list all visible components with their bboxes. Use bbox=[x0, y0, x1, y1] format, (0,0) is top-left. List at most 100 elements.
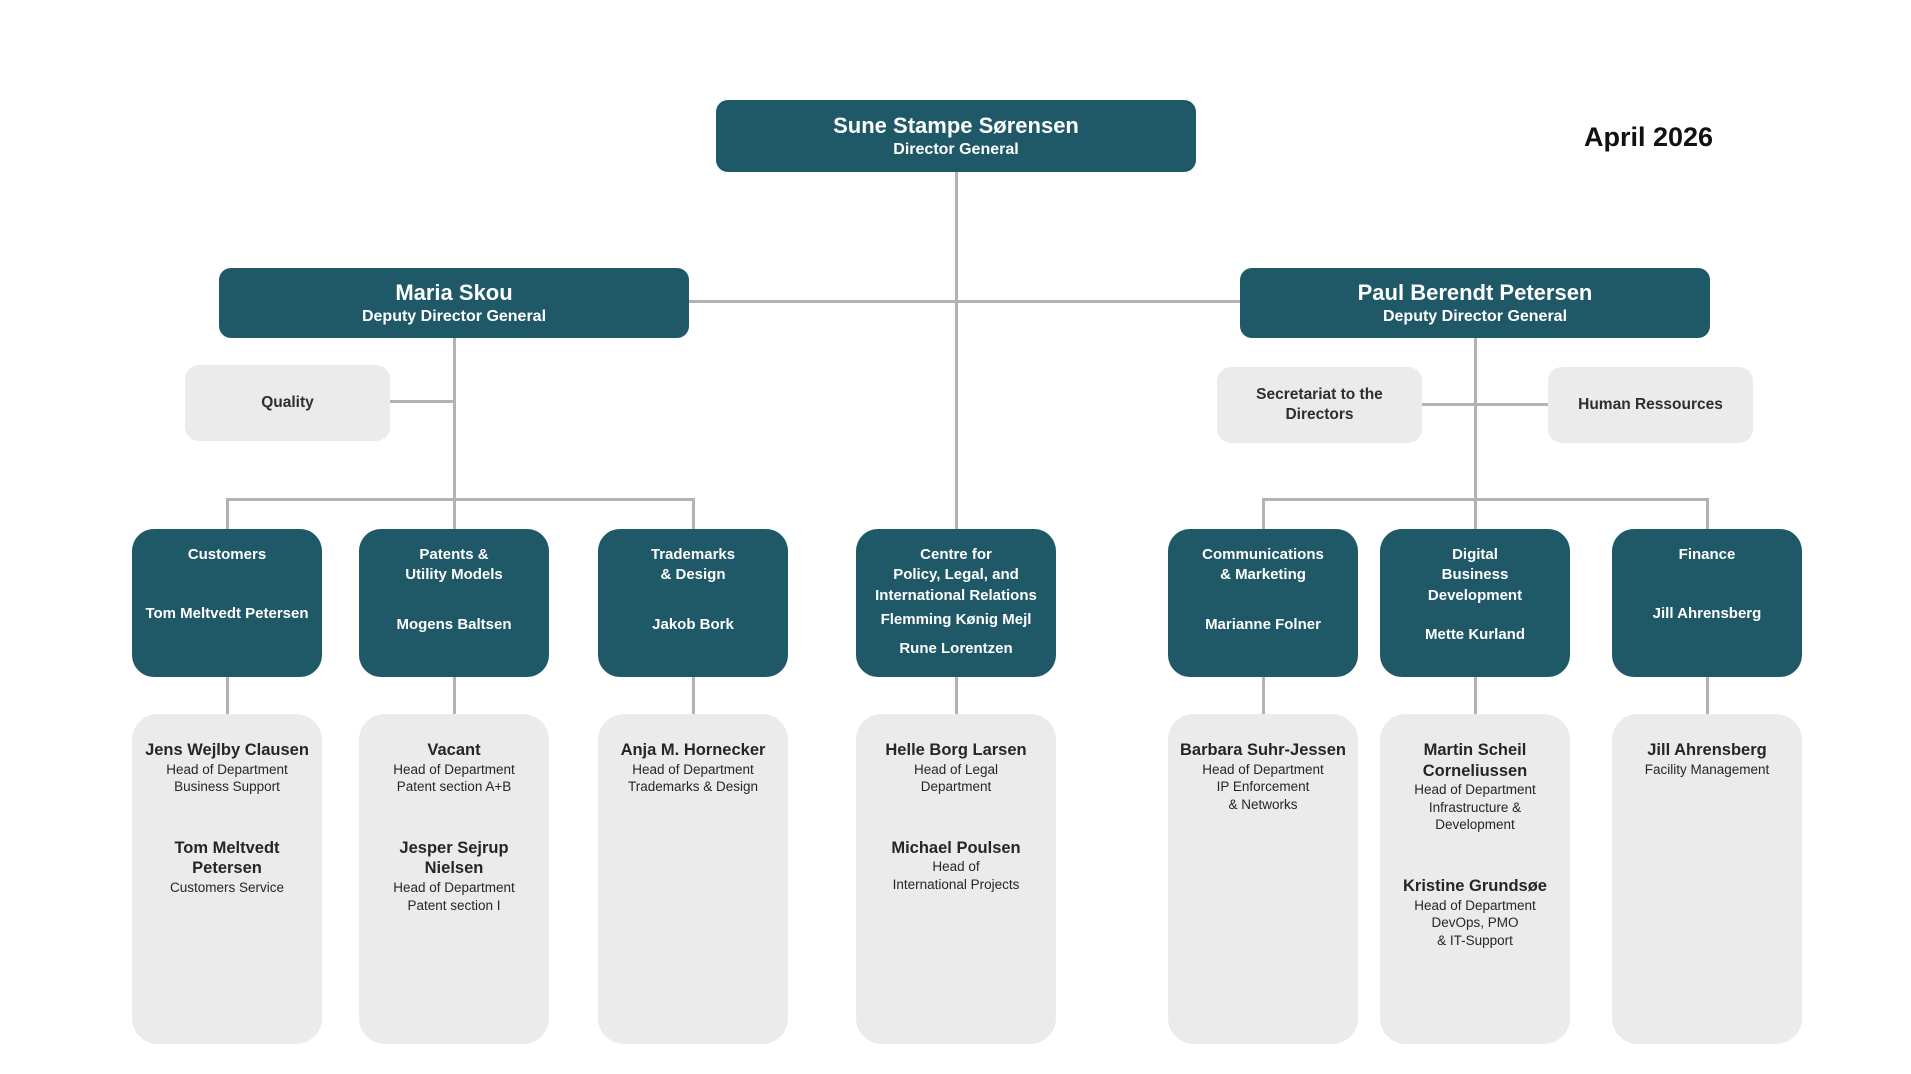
staff-member-role-line: Department bbox=[920, 779, 992, 795]
staff-member-name: Michael Poulsen bbox=[891, 838, 1021, 857]
staff-member-name: Jens Wejlby Clausen bbox=[145, 741, 309, 759]
department-leads: Mogens Baltsen bbox=[396, 586, 511, 664]
staff-member-role-line: Head of bbox=[932, 859, 980, 875]
department-lead-name: Jill Ahrensberg bbox=[1652, 605, 1762, 623]
staff-member-name: Jill Ahrensberg bbox=[1647, 741, 1767, 759]
department-title-line: Customers bbox=[187, 546, 267, 563]
staff-member-role-line: Patent section A+B bbox=[396, 779, 512, 795]
director-general-name: Sune Stampe Sørensen bbox=[833, 112, 1079, 138]
department-lead-name: Tom Meltvedt Petersen bbox=[145, 605, 309, 623]
staff-member-role-line: & IT-Support bbox=[1437, 932, 1513, 948]
department-title-line: Trademarks bbox=[650, 546, 736, 563]
connector-director-vertical bbox=[954, 172, 958, 529]
staff-member-role-line: Patent section I bbox=[407, 897, 501, 913]
staff-member-role-line: DevOps, PMO bbox=[1431, 915, 1519, 931]
department-lead-name: Mogens Baltsen bbox=[396, 615, 512, 633]
deputy-right-box: Paul Berendt Petersen Deputy Director Ge… bbox=[1240, 268, 1710, 338]
staff-member-name: Barbara Suhr-Jessen bbox=[1180, 741, 1346, 759]
department-title-line: Policy, Legal, and bbox=[893, 566, 1019, 584]
connector-dept-staff-communications-marketing bbox=[1261, 677, 1265, 714]
staff-member-role-line: Head of Department bbox=[166, 761, 288, 777]
staff-member-role-line: Facility Management bbox=[1644, 761, 1770, 777]
staff-member-role-line: Head of Department bbox=[1414, 897, 1536, 913]
secretariat-box: Secretariat to the Directors bbox=[1217, 367, 1422, 443]
connector-right-branch-horizontal bbox=[1263, 498, 1707, 501]
department-title-line: Utility Models bbox=[405, 566, 503, 584]
department-title: Communications & Marketing bbox=[1202, 545, 1324, 586]
department-title-line: Communications bbox=[1202, 546, 1324, 563]
connector-dept-staff-patents-utility-models bbox=[452, 677, 456, 714]
department-title-line: Business bbox=[1441, 566, 1509, 584]
staff-member-role-line: Development bbox=[1435, 817, 1515, 833]
department-title-line: & Design bbox=[660, 566, 726, 584]
staff-member-role-line: Head of Department bbox=[1414, 782, 1536, 798]
connector-dept-staff-trademarks-design bbox=[691, 677, 695, 714]
department-title-line: Finance bbox=[1678, 546, 1736, 563]
department-leads: Jakob Bork bbox=[652, 586, 734, 664]
department-title-line: Centre for bbox=[920, 546, 992, 563]
connector-deputies-horizontal bbox=[689, 300, 1240, 303]
staff-member-role-line: Head of Department bbox=[1202, 761, 1324, 777]
connector-paul-vertical bbox=[1473, 338, 1477, 529]
staff-member-name: Kristine Grundsøe bbox=[1403, 876, 1547, 895]
department-lead-name: Jakob Bork bbox=[652, 615, 734, 633]
deputy-right-name: Paul Berendt Petersen bbox=[1357, 279, 1593, 305]
connector-dept-staff-customers bbox=[225, 677, 229, 714]
department-leads: Jill Ahrensberg bbox=[1653, 565, 1762, 663]
staff-member-name: Jesper Sejrup Nielsen bbox=[399, 838, 509, 878]
connector-right-drop-finance bbox=[1705, 498, 1709, 529]
department-title: Trademarks & Design bbox=[651, 545, 735, 586]
staff-member-role-line: International Projects bbox=[892, 876, 1020, 892]
staff-member-role-line: Head of Department bbox=[632, 761, 754, 777]
connector-dept-staff-centre-policy-legal-international-relations bbox=[954, 677, 958, 714]
date-label: April 2026 bbox=[1584, 122, 1714, 152]
connector-left-drop-trademarks bbox=[691, 498, 695, 529]
secretariat-label: Secretariat to the Directors bbox=[1256, 385, 1383, 423]
staff-member-role-line: Infrastructure & bbox=[1428, 799, 1522, 815]
department-leads: Tom Meltvedt Petersen bbox=[145, 565, 308, 663]
staff-member-role-line: Customers Service bbox=[169, 879, 285, 895]
staff-member-name: Martin Scheil Corneliussen bbox=[1422, 741, 1528, 780]
department-lead-name: Marianne Folner bbox=[1205, 615, 1321, 633]
department-title: Finance bbox=[1679, 545, 1736, 565]
connector-secretariat-hr-horizontal bbox=[1422, 403, 1548, 406]
department-title-line: Digital bbox=[1452, 546, 1498, 563]
staff-member-name: Vacant bbox=[427, 741, 481, 759]
department-title-line: & Marketing bbox=[1220, 566, 1306, 584]
staff-member-name: Helle Borg Larsen bbox=[885, 741, 1027, 759]
connector-left-drop-customers bbox=[225, 498, 229, 529]
deputy-left-title: Deputy Director General bbox=[361, 308, 547, 326]
department-lead-name: Mette Kurland bbox=[1424, 625, 1525, 643]
department-leads: Marianne Folner bbox=[1205, 586, 1321, 664]
staff-member-role-line: & Networks bbox=[1228, 796, 1298, 812]
connector-maria-vertical bbox=[452, 338, 456, 529]
department-leads: Mette Kurland bbox=[1425, 606, 1525, 663]
department-lead-name: Rune Lorentzen bbox=[899, 640, 1013, 658]
department-lead-name: Flemming Kønig Mejl bbox=[880, 610, 1032, 628]
quality-box: Quality bbox=[185, 365, 390, 441]
